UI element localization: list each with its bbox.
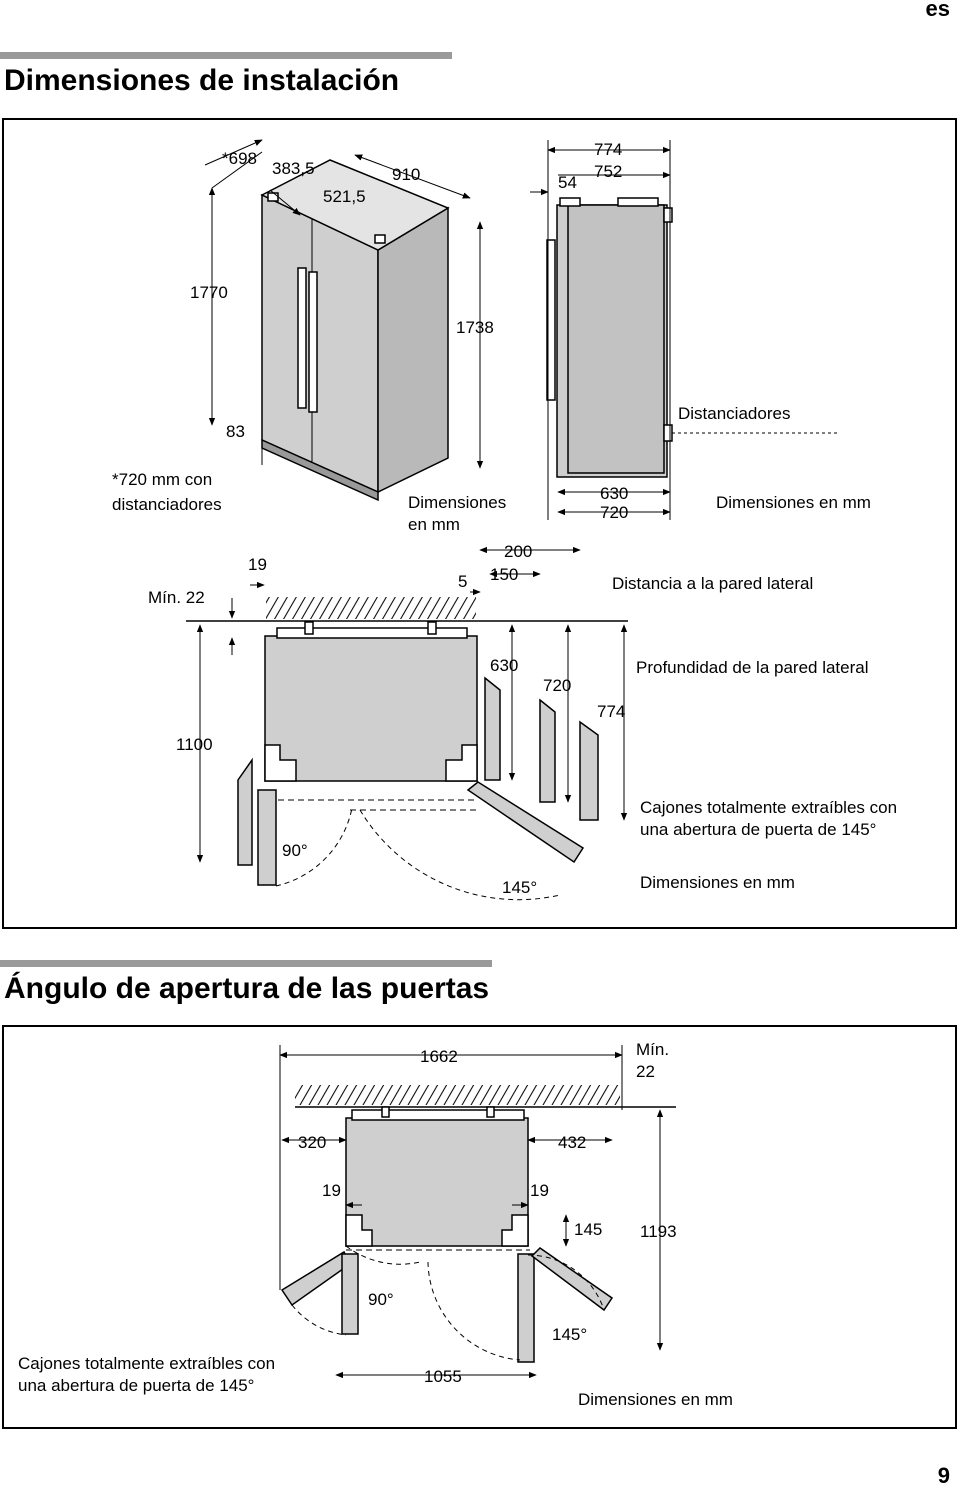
min-line2: 22: [636, 1062, 655, 1081]
side-units-label: Dimensiones en mm: [716, 493, 871, 512]
dim-1193: 1193: [640, 1222, 677, 1241]
front-dimension-lines: [204, 139, 484, 469]
plan-dim-630: 630: [490, 656, 518, 675]
language-code: es: [925, 0, 950, 21]
dim-320: 320: [298, 1133, 326, 1152]
fridge-side-drawing: [546, 197, 673, 478]
plan-dim-774: 774: [597, 702, 625, 721]
section-rule: [0, 52, 452, 59]
section-title-installation: Dimensiones de instalación: [4, 64, 400, 97]
plan-dim-1100: 1100: [176, 735, 213, 754]
plan-dim-720: 720: [543, 676, 571, 695]
plan-dimension-lines: [196, 546, 628, 901]
dim-432: 432: [558, 1133, 586, 1152]
dim-383-5: 383,5: [272, 159, 315, 178]
spacer-note-line1: *720 mm con: [112, 470, 212, 489]
dim-19-left: 19: [322, 1181, 341, 1200]
section-title-door-angle: Ángulo de apertura de las puertas: [4, 972, 490, 1005]
front-units-line2: en mm: [408, 515, 460, 534]
plan-units-label: Dimensiones en mm: [640, 873, 795, 892]
drawers-note-line2: una abertura de puerta de 145°: [18, 1376, 254, 1395]
wall-hatch: [266, 597, 476, 619]
drawers-note-line1: Cajones totalmente extraíbles con: [640, 798, 897, 817]
side-dim-54: 54: [558, 173, 577, 192]
plan-dim-150: 150: [490, 565, 518, 584]
side-dim-630: 630: [600, 484, 628, 503]
dim-1662: 1662: [420, 1047, 458, 1066]
dim-1055: 1055: [424, 1367, 462, 1386]
front-units-line1: Dimensiones: [408, 493, 506, 512]
plan-dim-5: 5: [458, 572, 467, 591]
angle-145: 145°: [552, 1325, 587, 1344]
side-dim-774: 774: [594, 140, 622, 159]
fridge-plan-drawing-2: [280, 1106, 614, 1363]
side-dim-752: 752: [594, 162, 622, 181]
min-line1: Mín.: [636, 1040, 669, 1059]
plan-dim-19: 19: [248, 555, 267, 574]
drawers-note-line1: Cajones totalmente extraíbles con: [18, 1354, 275, 1373]
installation-diagram: *698 383,5 521,5 910 1770 1738 83 *720 m…: [112, 139, 897, 901]
dim-910: 910: [392, 165, 420, 184]
plan2-dimension-lines: [279, 1045, 664, 1379]
plan-min22: Mín. 22: [148, 588, 205, 607]
wall-depth-label: Profundidad de la pared lateral: [636, 658, 869, 677]
spacer-note-line2: distanciadores: [112, 495, 222, 514]
units-label: Dimensiones en mm: [578, 1390, 733, 1409]
wall-hatch: [295, 1085, 620, 1105]
page-number: 9: [937, 1463, 950, 1488]
spacers-label: Distanciadores: [678, 404, 790, 423]
installation-figure-frame: [2, 118, 957, 929]
angle-90: 90°: [368, 1290, 394, 1309]
wall-distance-label: Distancia a la pared lateral: [612, 574, 813, 593]
dim-83: 83: [226, 422, 245, 441]
section-rule: [0, 960, 492, 967]
dim-145: 145: [574, 1220, 602, 1239]
angle-90: 90°: [282, 841, 308, 860]
angle-145: 145°: [502, 878, 537, 897]
dim-1738: 1738: [456, 318, 494, 337]
dim-698: *698: [222, 149, 257, 168]
side-dim-720: 720: [600, 503, 628, 522]
dim-1770: 1770: [190, 283, 228, 302]
fridge-plan-drawing: [237, 621, 599, 886]
plan-dim-200: 200: [504, 542, 532, 561]
dim-19-right: 19: [530, 1181, 549, 1200]
dim-521-5: 521,5: [323, 187, 366, 206]
side-dimension-lines: [530, 140, 840, 520]
drawers-note-line2: una abertura de puerta de 145°: [640, 820, 876, 839]
door-angle-figure-frame: [2, 1025, 957, 1429]
fridge-front-drawing: [260, 159, 450, 502]
